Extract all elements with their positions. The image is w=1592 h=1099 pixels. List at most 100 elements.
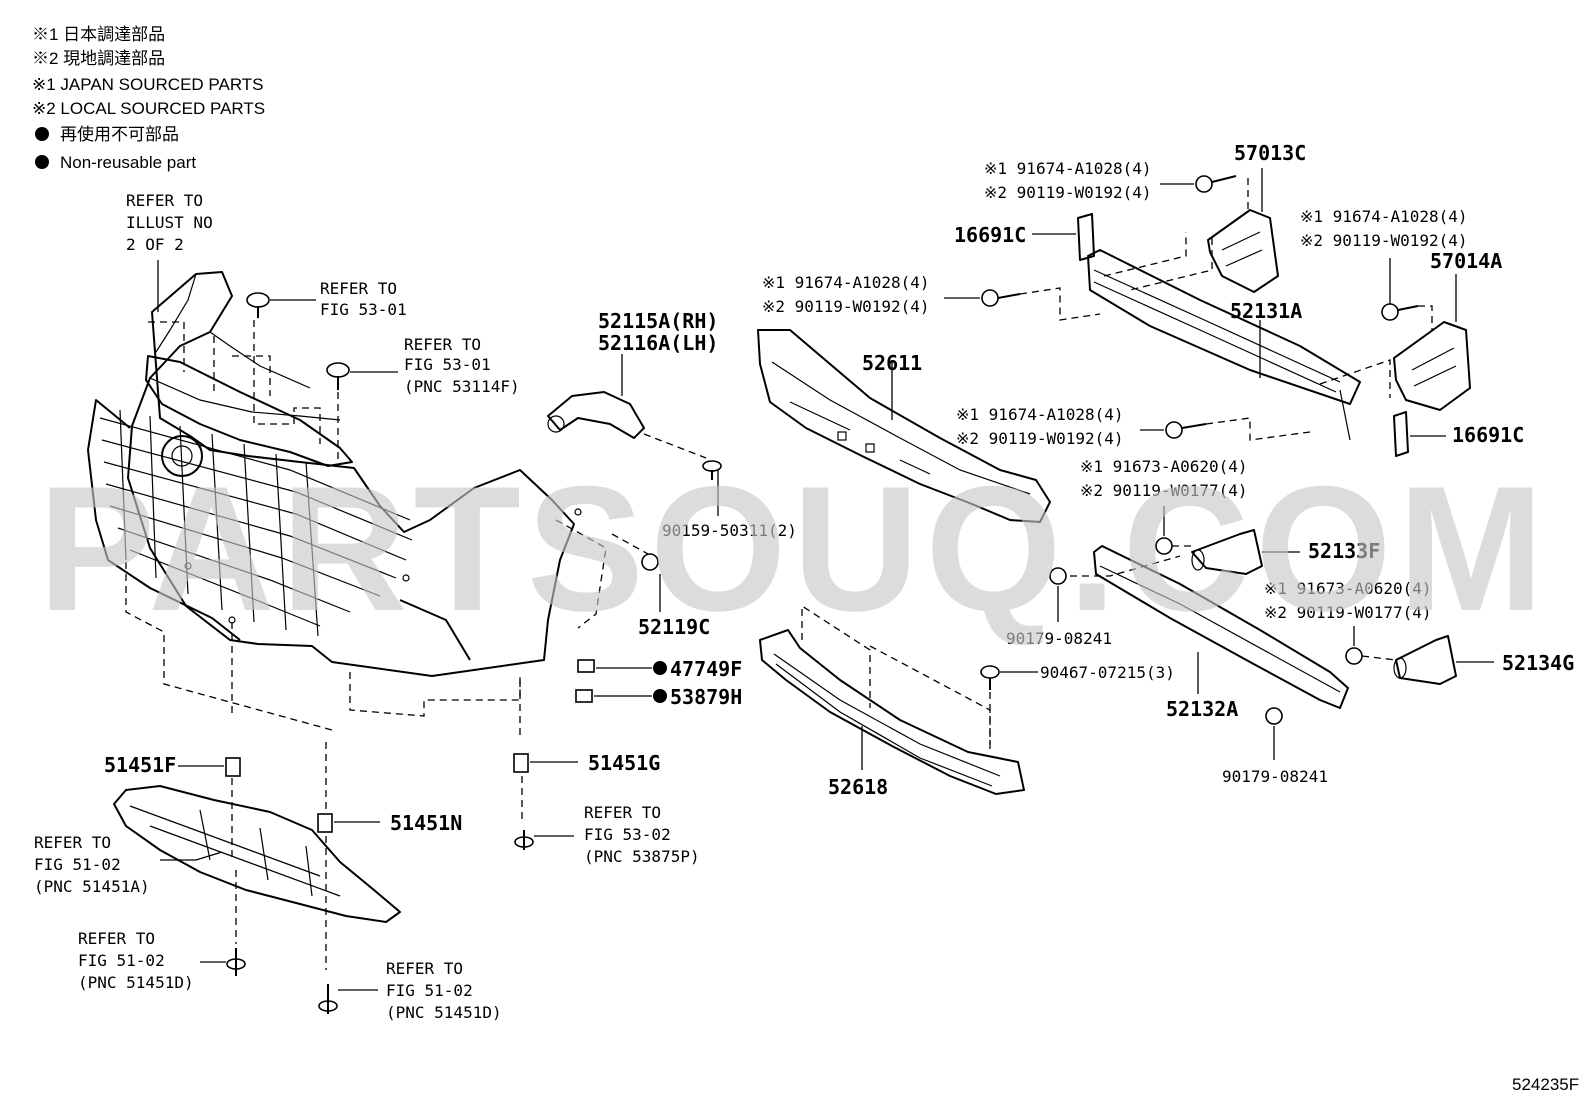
- bumper-reinforcement-52131a: 52131A: [1087, 249, 1361, 441]
- clip-52119c: 52119C: [611, 533, 710, 639]
- bolt-icon: [1165, 421, 1183, 439]
- refer-line: 2 OF 2: [126, 235, 184, 254]
- refer-line: FIG 51-02: [386, 981, 473, 1000]
- bolt-icon: [1195, 175, 1213, 193]
- engine-under-cover: REFER TO FIG 51-02 (PNC 51451A): [34, 785, 401, 923]
- refer-line: (PNC 51451A): [34, 877, 150, 896]
- legend-line-6: Non-reusable part: [60, 153, 196, 172]
- clip-icon: [577, 659, 595, 673]
- lower-absorber-52132a: 52132A: [1093, 545, 1349, 721]
- part-number-label: 90179-08241: [1006, 629, 1112, 648]
- pnc-label: 16691C: [1452, 423, 1524, 447]
- bolt-group-a: ※1 91674-A1028(4) ※2 90119-W0192(4): [984, 159, 1237, 202]
- clip-icon: [326, 362, 350, 378]
- pad-16691c-right: 16691C: [1393, 411, 1524, 457]
- pnc-label: 51451G: [588, 751, 660, 775]
- bolt-spec-line: ※2 90119-W0177(4): [1264, 603, 1432, 622]
- clip-icon: [246, 292, 270, 308]
- part-number-label: 90179-08241: [1222, 767, 1328, 786]
- clip-53879h: 53879H: [575, 685, 742, 709]
- non-reusable-dot-icon: [35, 155, 49, 169]
- upper-retainer: [145, 355, 353, 467]
- bracket-52133f: 52133F: [1155, 529, 1380, 575]
- illustration-id: 524235F: [1512, 1075, 1579, 1094]
- side-bracket-52115a: 52115A(RH) 52116A(LH) 90159-50311(2): [547, 309, 797, 540]
- pnc-label: 52119C: [638, 615, 710, 639]
- pnc-label: 51451F: [104, 753, 176, 777]
- bolt-spec-line: ※2 90119-W0192(4): [762, 297, 930, 316]
- clip-icon: [575, 689, 593, 703]
- part-number-label: 90159-50311(2): [662, 521, 797, 540]
- pnc-label: 47749F: [670, 657, 742, 681]
- bracket-57013c: 57013C: [1207, 141, 1306, 293]
- bolt-group-f: ※1 91673-A0620(4) ※2 90119-W0177(4): [1264, 579, 1432, 646]
- bolt-group-d: ※1 91674-A1028(4) ※2 90119-W0192(4): [956, 405, 1311, 448]
- pnc-label: 52116A(LH): [598, 331, 718, 355]
- pnc-label: 57014A: [1430, 249, 1502, 273]
- bracket-52134g: 52134G: [1345, 635, 1574, 685]
- pnc-label: 52133F: [1308, 539, 1380, 563]
- non-reusable-dot-icon: [653, 689, 667, 703]
- part-number-label: 90467-07215(3): [1040, 663, 1175, 682]
- clip-icon: [225, 757, 241, 777]
- bolt-icon: [981, 289, 999, 307]
- legend-line-5: 再使用不可部品: [60, 124, 179, 144]
- pnc-label: 53879H: [670, 685, 742, 709]
- refer-line: FIG 53-02: [584, 825, 671, 844]
- bolt-spec-line: ※1 91674-A1028(4): [984, 159, 1152, 178]
- bolt-spec-line: ※1 91674-A1028(4): [1300, 207, 1468, 226]
- bolt-group-c: ※1 91674-A1028(4) ※2 90119-W0192(4): [762, 273, 1101, 321]
- clip-icon: [317, 813, 333, 833]
- non-reusable-dot-icon: [35, 127, 49, 141]
- screw-icon: [702, 460, 722, 480]
- pnc-label: 52115A(RH): [598, 309, 718, 333]
- bolt-spec-line: ※1 91673-A0620(4): [1264, 579, 1432, 598]
- nut-90179-a: 90179-08241: [1006, 567, 1112, 648]
- pnc-label: 16691C: [954, 223, 1026, 247]
- legend-line-3: ※1 JAPAN SOURCED PARTS: [32, 75, 264, 94]
- refer-line: (PNC 53114F): [404, 377, 520, 396]
- legend-line-4: ※2 LOCAL SOURCED PARTS: [32, 99, 265, 118]
- refer-line: FIG 51-02: [34, 855, 121, 874]
- pnc-label: 52131A: [1230, 299, 1302, 323]
- nut-90179-b: 90179-08241: [1222, 707, 1328, 786]
- refer-line: (PNC 51451D): [78, 973, 194, 992]
- screw-refer-51451d-b: REFER TO FIG 51-02 (PNC 51451D): [318, 959, 502, 1022]
- refer-line: REFER TO: [584, 803, 661, 822]
- refer-line: (PNC 53875P): [584, 847, 700, 866]
- pnc-label: 52618: [828, 775, 888, 799]
- bolt-group-b: ※1 91674-A1028(4) ※2 90119-W0192(4): [1300, 207, 1468, 330]
- legend-line-1: ※1 日本調達部品: [32, 25, 165, 44]
- refer-illust-note: REFER TO ILLUST NO 2 OF 2: [126, 191, 213, 312]
- bolt-group-e: ※1 91673-A0620(4) ※2 90119-W0177(4): [1080, 457, 1248, 536]
- refer-line: ILLUST NO: [126, 213, 213, 232]
- bolt-spec-line: ※2 90119-W0192(4): [1300, 231, 1468, 250]
- clip-icon: [641, 553, 659, 571]
- pad-16691c-top: 16691C: [954, 213, 1095, 261]
- refer-line: REFER TO: [126, 191, 203, 210]
- pnc-label: 52132A: [1166, 697, 1238, 721]
- front-bumper-cover: [87, 271, 582, 677]
- energy-absorber-52611: 52611: [757, 329, 1051, 523]
- reinforcement-dash-lines: [1103, 232, 1391, 398]
- clip-47749f: 47749F: [577, 657, 742, 681]
- watermark: PARTSOUQ.COM: [38, 449, 1550, 648]
- bracket-57014a: 57014A: [1393, 249, 1502, 411]
- bolt-spec-line: ※2 90119-W0177(4): [1080, 481, 1248, 500]
- screw-90467: 90467-07215(3): [980, 663, 1175, 744]
- pnc-label: 57013C: [1234, 141, 1306, 165]
- screw-refer-53-02: REFER TO FIG 53-02 (PNC 53875P): [514, 803, 700, 866]
- emblem-icon: [161, 435, 203, 477]
- bolt-spec-line: ※2 90119-W0192(4): [984, 183, 1152, 202]
- refer-line: REFER TO: [386, 959, 463, 978]
- refer-line: REFER TO: [78, 929, 155, 948]
- refer-line: FIG 53-01: [404, 355, 491, 374]
- refer-line: FIG 53-01: [320, 300, 407, 319]
- bolt-icon: [1381, 303, 1399, 321]
- bumper-assembly-lines: [125, 320, 607, 740]
- bolt-spec-line: ※1 91674-A1028(4): [762, 273, 930, 292]
- fog-lamp-opening: [399, 599, 471, 661]
- clip-51451f: 51451F: [104, 753, 241, 860]
- clip-51451g: 51451G: [513, 751, 660, 820]
- refer-line: FIG 51-02: [78, 951, 165, 970]
